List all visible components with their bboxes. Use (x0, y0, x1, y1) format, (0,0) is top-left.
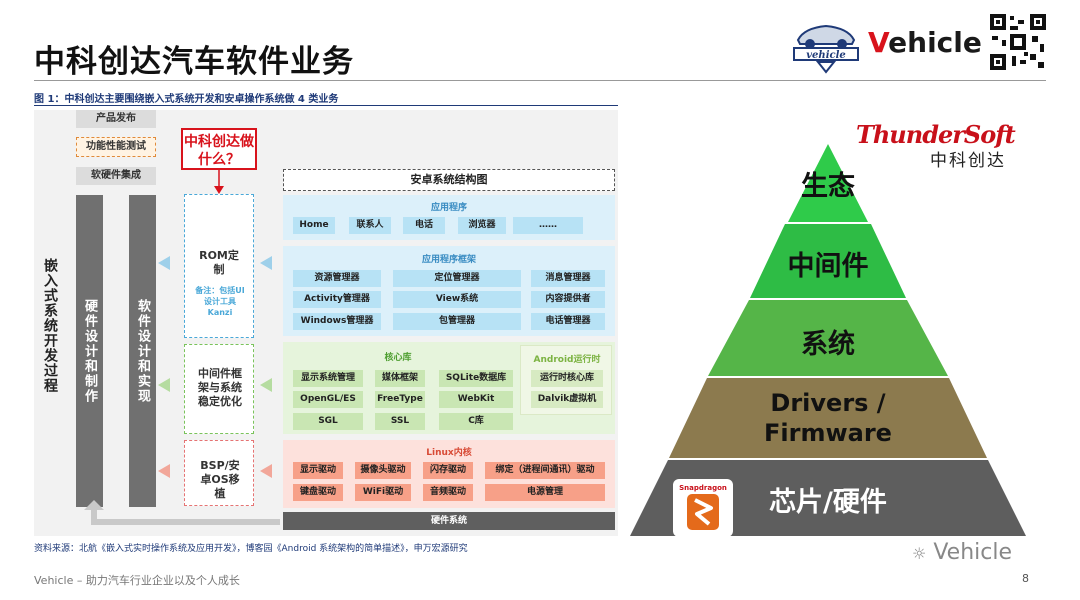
library-item: SQLite数据库 (439, 370, 513, 387)
figure-title-divider (34, 105, 618, 106)
linux-kernel-title: Linux内核 (426, 448, 472, 458)
layer-framework: 应用程序框架 资源管理器 定位管理器 消息管理器 Activity管理器 Vie… (283, 246, 615, 336)
down-arrow-icon (214, 170, 224, 194)
arrow-left-icon (260, 256, 272, 270)
source-note: 资料来源：北航《嵌入式实时操作系统及应用开发》，博客园《Android 系统架构… (34, 544, 468, 554)
library-item: C库 (439, 413, 513, 430)
framework-item: 内容提供者 (531, 291, 605, 308)
kernel-item: 电源管理 (485, 484, 605, 501)
runtime-item: 运行时核心库 (531, 370, 603, 387)
kernel-item: 绑定（进程间通讯）驱动 (485, 462, 605, 479)
layer-linux-kernel: Linux内核 显示驱动 摄像头驱动 闪存驱动 绑定（进程间通讯）驱动 键盘驱动… (283, 440, 615, 508)
stage-integration: 软硬件集成 (76, 167, 156, 185)
framework-item: Windows管理器 (293, 313, 381, 330)
thundersoft-logo: ThunderSoft (856, 120, 1016, 149)
bsp-box-label: BSP/安卓OS移植 (200, 459, 240, 500)
library-item: WebKit (439, 391, 513, 408)
thundersoft-cn-name: 中科创达 (930, 151, 1006, 171)
framework-item: Activity管理器 (293, 291, 381, 308)
layer-android-runtime: Android运行时 运行时核心库 Dalvik虚拟机 (520, 345, 612, 415)
wechat-icon: ☼ (912, 544, 927, 563)
svg-text:vehicle: vehicle (806, 50, 846, 61)
android-arch-title: 安卓系统结构图 (283, 169, 615, 191)
library-item: SSL (375, 413, 425, 430)
kernel-item: 闪存驱动 (423, 462, 473, 479)
stage-release: 产品发布 (76, 110, 156, 128)
hardware-system-bar: 硬件系统 (283, 512, 615, 530)
pyramid-label-chip: 芯片/硬件 (769, 487, 887, 518)
pyramid-level-drivers (669, 378, 987, 458)
library-item: 媒体框架 (375, 370, 425, 387)
bsp-porting-box: BSP/安卓OS移植 (184, 440, 254, 506)
framework-item: 资源管理器 (293, 270, 381, 287)
watermark: ☼ Vehicle (912, 540, 1012, 565)
watermark-text: Vehicle (933, 540, 1013, 565)
arrow-left-icon (158, 378, 170, 392)
page-number: 8 (1022, 572, 1029, 585)
pyramid-label-ecosystem: 生态 (801, 171, 855, 202)
runtime-title: Android运行时 (533, 355, 601, 365)
rom-title: ROM定制 (199, 249, 239, 276)
framework-item: 电话管理器 (531, 313, 605, 330)
qr-code-icon (990, 14, 1046, 70)
kernel-item: 显示驱动 (293, 462, 343, 479)
runtime-item: Dalvik虚拟机 (531, 391, 603, 408)
brand-wordmark: Vehicle (868, 26, 982, 59)
pyramid-label-drivers: Drivers / Firmware (764, 389, 892, 447)
vehicle-logo-icon: vehicle (793, 24, 859, 74)
framework-item: 定位管理器 (393, 270, 521, 287)
kernel-item: WiFi驱动 (355, 484, 411, 501)
feedback-arrow-icon (84, 500, 280, 525)
pyramid-level-system (708, 300, 948, 376)
snapdragon-chip-icon: Snapdragon (673, 479, 733, 537)
library-item: 显示系统管理 (293, 370, 363, 387)
dev-process-label: 嵌入式系统开发过程 (42, 258, 58, 393)
rom-customization-box: ROM定制 备注：包括UI设计工具Kanzi (184, 194, 254, 338)
figure-title: 图 1：中科创达主要围绕嵌入式系统开发和安卓操作系统做 4 类业务 (34, 94, 339, 105)
kernel-item: 键盘驱动 (293, 484, 343, 501)
app-item: 电话 (403, 217, 445, 234)
pyramid-label-system: 系统 (801, 329, 855, 360)
app-item: 浏览器 (458, 217, 506, 234)
app-item: …… (513, 217, 583, 234)
library-item: OpenGL/ES (293, 391, 363, 408)
middleware-box-label: 中间件框架与系统稳定优化 (198, 367, 242, 408)
rom-note: 备注：包括UI设计工具Kanzi (195, 286, 245, 317)
page-title: 中科创达汽车软件业务 (34, 44, 354, 80)
layer-applications: 应用程序 Home 联系人 电话 浏览器 …… (283, 195, 615, 240)
framework-item: 包管理器 (393, 313, 521, 330)
footer-text: Vehicle – 助力汽车行业企业以及个人成长 (34, 574, 240, 587)
arrow-left-icon (260, 378, 272, 392)
pyramid-label-middleware: 中间件 (787, 251, 869, 282)
chip-label: Snapdragon (679, 484, 727, 492)
header-divider (34, 80, 1046, 81)
framework-item: View系统 (393, 291, 521, 308)
stage-test: 功能性能测试 (76, 137, 156, 157)
framework-item: 消息管理器 (531, 270, 605, 287)
kernel-item: 摄像头驱动 (355, 462, 411, 479)
library-item: FreeType (375, 391, 425, 408)
pyramid-level-middleware (750, 224, 906, 298)
snapdragon-icon (687, 494, 719, 530)
kernel-item: 音频驱动 (423, 484, 473, 501)
ask-what-thundersoft-does: 中科创达做什么？ (181, 128, 257, 170)
app-item: Home (293, 217, 335, 234)
app-item: 联系人 (349, 217, 391, 234)
layer-framework-title: 应用程序框架 (421, 255, 476, 265)
layer-libraries-title: 核心库 (384, 353, 412, 363)
bar-software-design: 软件设计和实现 (129, 195, 156, 507)
library-item: SGL (293, 413, 363, 430)
arrow-left-icon (158, 256, 170, 270)
pyramid-level-ecosystem (788, 144, 868, 222)
arrow-left-icon (260, 464, 272, 478)
middleware-optimization-box: 中间件框架与系统稳定优化 (184, 344, 254, 434)
layer-applications-title: 应用程序 (430, 203, 467, 213)
arrow-left-icon (158, 464, 170, 478)
bar-hardware-design: 硬件设计和制作 (76, 195, 103, 507)
